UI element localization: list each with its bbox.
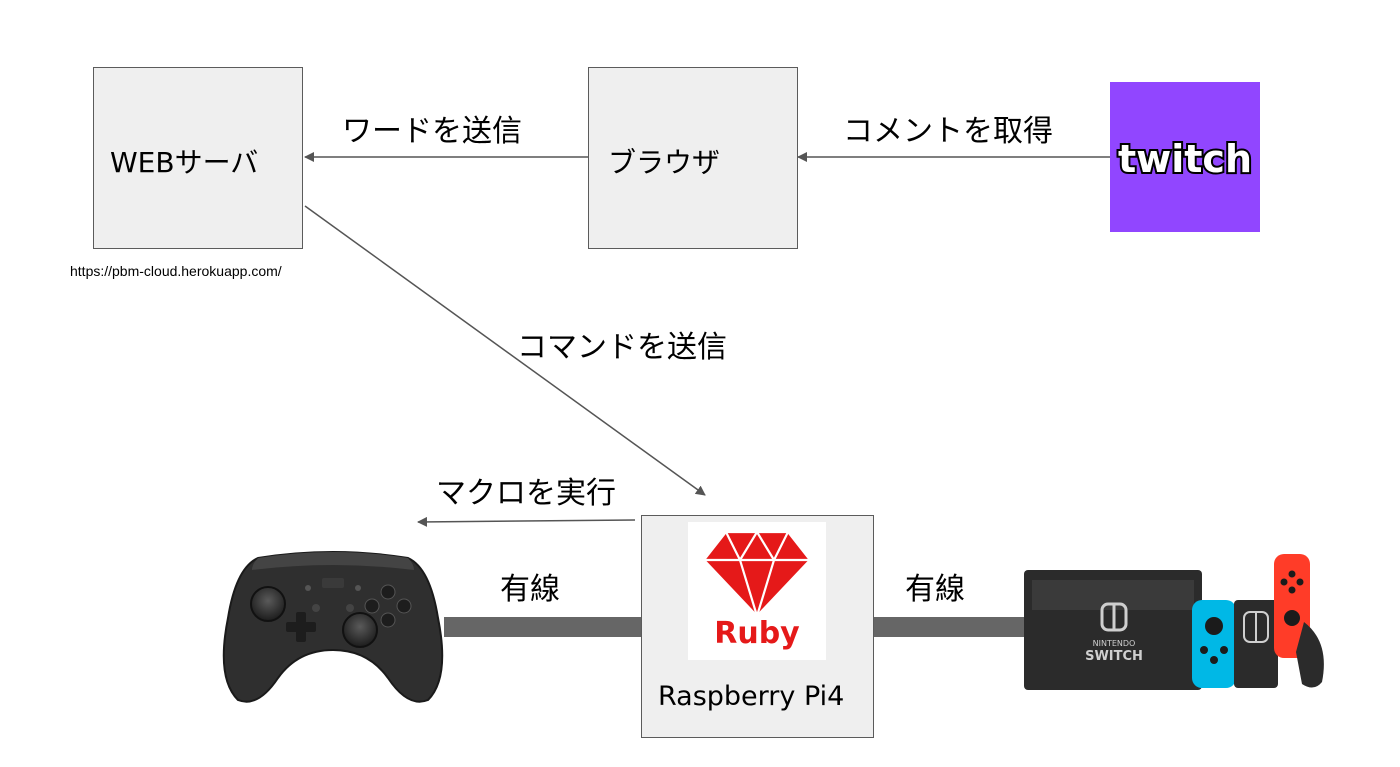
nintendo-switch-icon: NINTENDO SWITCH <box>1024 554 1324 690</box>
raspberry-pi-label: Raspberry Pi4 <box>658 681 845 712</box>
label-send-word: ワードを送信 <box>342 114 522 149</box>
twitch-logo-text: twitch <box>1118 137 1252 181</box>
ruby-logo: Ruby <box>688 522 826 660</box>
label-wired-left: 有線 <box>500 572 560 607</box>
arrow-raspberry-to-controller <box>417 516 636 527</box>
web-server-url: https://pbm-cloud.herokuapp.com/ <box>70 263 282 279</box>
web-server-box <box>93 67 303 249</box>
cable-right <box>874 617 1026 637</box>
switch-brand-line1: NINTENDO <box>1093 639 1136 648</box>
label-wired-right: 有線 <box>905 572 965 607</box>
ruby-gem-icon <box>702 529 812 620</box>
switch-brand-line2: SWITCH <box>1085 649 1143 664</box>
twitch-logo: twitch <box>1110 82 1260 232</box>
label-run-macro: マクロを実行 <box>436 476 616 511</box>
label-send-command: コマンドを送信 <box>517 330 727 365</box>
browser-box <box>588 67 798 249</box>
pro-controller-icon <box>222 551 444 703</box>
browser-label: ブラウザ <box>608 146 721 179</box>
web-server-label: WEBサーバ <box>110 146 259 179</box>
cable-left <box>444 617 641 637</box>
ruby-logo-text: Ruby <box>714 616 800 651</box>
label-get-comments: コメントを取得 <box>843 114 1053 149</box>
arrow-server-to-raspberry <box>304 205 706 496</box>
